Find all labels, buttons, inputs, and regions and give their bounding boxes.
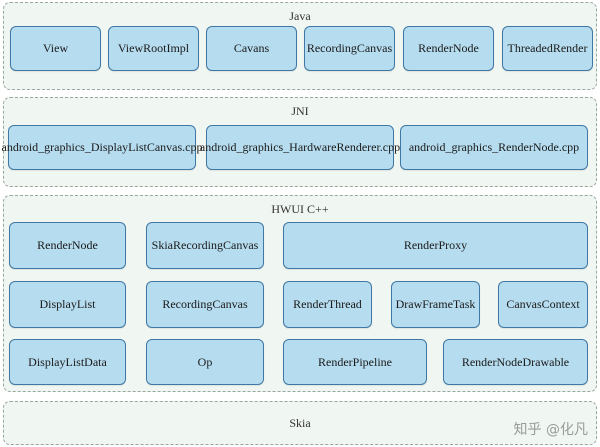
hwui-canvascontext-box: CanvasContext — [498, 281, 588, 328]
hwui-skiarecordingcanvas-box: SkiaRecordingCanvas — [146, 222, 264, 269]
hwui-renderthread-box: RenderThread — [283, 281, 372, 328]
watermark: 知乎 @化凡 — [513, 422, 588, 438]
hwui-renderpipeline-box: RenderPipeline — [283, 339, 427, 385]
java-recordingcanvas-box: RecordingCanvas — [304, 26, 395, 71]
jni-hardwarerenderer-box: android_graphics_HardwareRenderer.cpp — [200, 125, 400, 170]
hwui-renderproxy-box: RenderProxy — [283, 222, 588, 269]
hwui-op-box: Op — [146, 339, 264, 385]
java-cavans-box: Cavans — [206, 26, 297, 71]
java-view-box: View — [10, 26, 101, 71]
jni-layer-title: JNI — [291, 104, 309, 118]
hwui-recordingcanvas-box: RecordingCanvas — [146, 281, 264, 328]
java-rendernode-box: RenderNode — [403, 26, 494, 71]
skia-layer-title: Skia — [289, 415, 311, 430]
jni-rendernode-box: android_graphics_RenderNode.cpp — [400, 125, 588, 170]
hwui-layer-title: HWUI C++ — [271, 202, 329, 216]
hwui-drawframetask-box: DrawFrameTask — [391, 281, 480, 328]
java-viewrootimpl-box: ViewRootImpl — [108, 26, 199, 71]
java-layer-title: Java — [289, 9, 311, 23]
hwui-rendernodedrawable-box: RenderNodeDrawable — [443, 339, 588, 385]
hwui-rendernode-box: RenderNode — [9, 222, 126, 269]
java-threadedrender-box: ThreadedRender — [502, 26, 593, 71]
hwui-displaylistdata-box: DisplayListData — [9, 339, 126, 385]
java-layer: Java — [3, 2, 597, 90]
hwui-displaylist-box: DisplayList — [9, 281, 126, 328]
jni-displaylistcanvas-box: android_graphics_DisplayListCanvas.cpp — [2, 125, 202, 170]
skia-layer: Skia — [3, 401, 597, 445]
